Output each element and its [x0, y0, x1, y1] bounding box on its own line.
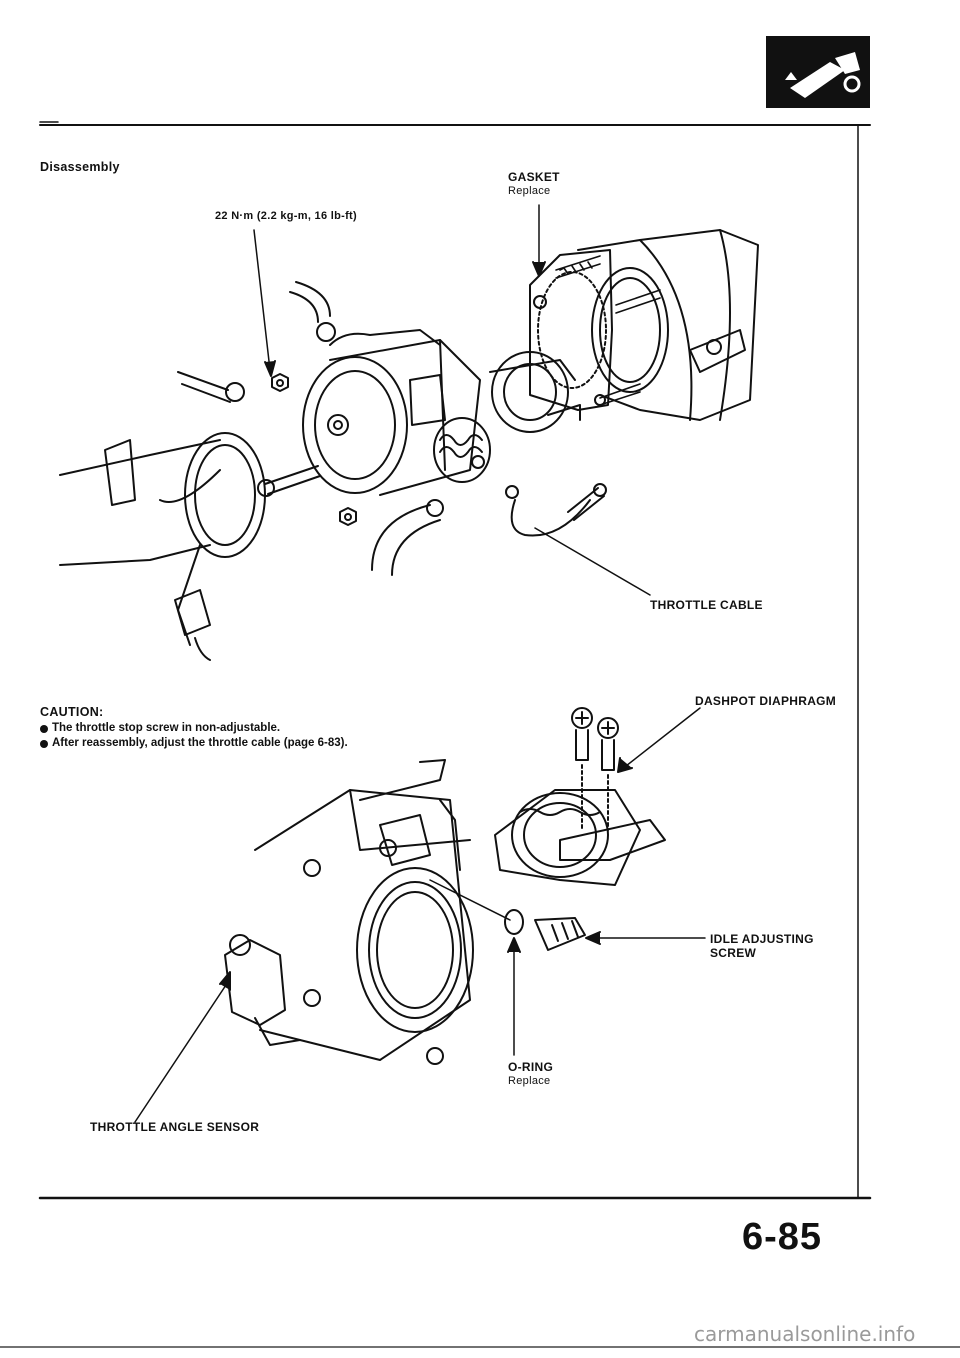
idle-adjusting-screw-label: IDLE ADJUSTING SCREW: [710, 932, 814, 960]
page-number: 6-85: [742, 1216, 823, 1258]
torque-spec: 22 N·m (2.2 kg-m, 16 lb-ft): [215, 210, 357, 222]
o-ring-note: Replace: [508, 1075, 551, 1087]
caution-block: CAUTION: The throttle stop screw in non-…: [40, 705, 348, 751]
caution-item: After reassembly, adjust the throttle ca…: [40, 736, 348, 751]
throttle-angle-sensor-label: THROTTLE ANGLE SENSOR: [90, 1120, 260, 1134]
o-ring-label-text: O-RING: [508, 1060, 554, 1074]
caution-list: The throttle stop screw in non-adjustabl…: [40, 721, 348, 751]
watermark: carmanualsonline.info: [694, 1322, 916, 1346]
section-title: Disassembly: [40, 160, 120, 174]
caution-item: The throttle stop screw in non-adjustabl…: [40, 721, 348, 736]
dashpot-diaphragm-label: DASHPOT DIAPHRAGM: [695, 694, 837, 708]
o-ring-label: O-RING Replace: [508, 1060, 553, 1087]
throttle-cable-label: THROTTLE CABLE: [650, 598, 763, 612]
section-icon: [766, 36, 870, 108]
gasket-note: Replace: [508, 185, 551, 197]
gasket-label-text: GASKET: [508, 170, 560, 184]
caution-title: CAUTION:: [40, 705, 104, 719]
idle-adjusting-screw-line2: SCREW: [710, 946, 757, 960]
idle-adjusting-screw-line1: IDLE ADJUSTING: [710, 932, 814, 946]
gasket-label: GASKET Replace: [508, 170, 560, 197]
